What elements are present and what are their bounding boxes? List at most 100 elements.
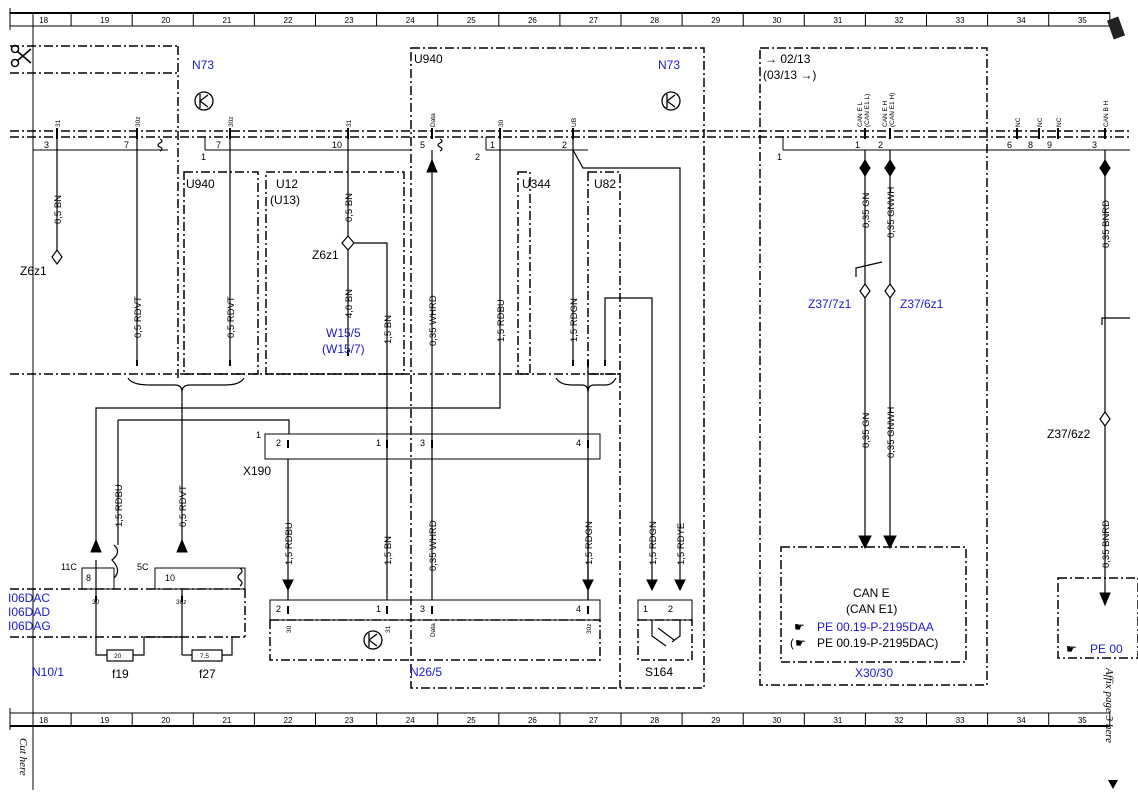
ruler-label: 21 [222,16,231,25]
wire-bn05-b: 0,5 BN [344,193,355,222]
ruler-label: 32 [895,716,904,725]
can-ref-2[interactable]: PE 00.19-P-2195DAC) [817,636,938,650]
ruler-label: 29 [711,16,720,25]
svg-text:5: 5 [420,140,425,150]
x190-label: X190 [243,464,271,478]
ruler-label: 22 [284,716,293,725]
wire-whrd-a: 0,35 WHRD [428,295,439,346]
date-ref-b: (03/13 →) [763,68,816,82]
ruler-label: 28 [650,716,659,725]
wire-gn-b: 0,35 GN [861,412,872,448]
wire-gn-a: 0,35 GN [861,192,872,228]
ruler-label: 23 [345,16,354,25]
n10-1-label: N10/1 [32,665,64,679]
ruler-label: 18 [39,716,48,725]
wires [56,137,1130,656]
pin-can-el: CAN E L [857,101,864,127]
z37-6z1-label: Z37/6z1 [900,297,944,311]
ruler-label: 20 [161,16,170,25]
pointer-icon-3: ☛ [1066,642,1077,656]
ruler-label: 30 [772,716,781,725]
svg-text:2: 2 [878,140,883,150]
u940-label: U940 [186,177,215,191]
wire-bn15-a: 1,5 BN [383,315,394,344]
ruler-label: 34 [1017,716,1026,725]
pin-numbers: 3 7 7 10 5 1 2 1 2 1 1 2 6 8 9 3 1 2 1 3… [44,140,1097,660]
module-boundaries [10,45,1138,689]
i06dad-label: I06DAD [8,605,50,619]
wire-rdbu-a: 1,5 RDBU [496,299,507,342]
ruler-label: 33 [956,16,965,25]
can-ref-2-prefix: ( [790,636,794,650]
wire-rdvt-c: 0,5 RDVT [178,485,189,527]
svg-text:7: 7 [216,140,221,150]
ruler-label: 33 [956,716,965,725]
pin-can-eh-sub: (CAN E1 H) [889,93,896,127]
affix-arrow-icon [1108,780,1118,789]
splice-diamonds [51,235,1111,428]
n73-label-left: N73 [192,58,214,72]
scissors-icon [10,44,32,68]
coil-symbols [157,138,443,587]
pin-30: 30 [498,119,505,127]
pin-nc-2: NC [1037,117,1044,127]
ruler-label: 25 [467,16,476,25]
ruler-label: 35 [1078,16,1087,25]
ruler-label: 19 [100,716,109,725]
pin-s30: 30 [286,625,293,633]
svg-text:1: 1 [201,152,206,162]
can-ref-1[interactable]: PE 00.19-P-2195DAA [817,620,934,634]
wire-bn15-b: 1,5 BN [383,536,394,565]
svg-text:6: 6 [1007,140,1012,150]
svg-text:7: 7 [124,140,129,150]
svg-text:1: 1 [256,430,261,440]
svg-text:20: 20 [114,653,122,660]
f27-label: f27 [199,667,216,681]
ruler-label: 27 [589,16,598,25]
ruler-label: 26 [528,16,537,25]
ruler-label: 19 [100,16,109,25]
pin-11c: 11C [61,562,77,572]
can-ref-right[interactable]: PE 00 [1090,642,1123,656]
connector-bars [33,137,1130,621]
ruler-label: 25 [467,716,476,725]
svg-text:1: 1 [777,152,782,162]
svg-text:7,5: 7,5 [200,653,209,660]
n73-label-right: N73 [658,58,680,72]
ruler-label: 35 [1078,716,1087,725]
svg-text:3: 3 [420,604,425,614]
pin-s31: 31 [385,625,392,633]
u12-label: U12 [276,177,298,191]
ruler-label: 32 [895,16,904,25]
pin-30z: 30z [135,117,142,127]
pin-nc-3: NC [1056,117,1063,127]
pin-nc-1: NC [1015,117,1022,127]
svg-text:2: 2 [475,152,480,162]
wire-rdgn-a: 1,5 RDGN [569,298,580,342]
pin-stubs [56,128,1106,614]
svg-text:30z: 30z [176,599,186,606]
wire-gnwh-b: 0,35 GNWH [886,407,897,458]
i06dag-label: I06DAG [8,619,51,633]
svg-text:2: 2 [276,604,281,614]
ruler-label: 27 [589,716,598,725]
i06dac-label: I06DAC [8,591,50,605]
pin-can-el-sub: (CAN E1 L) [864,94,871,127]
wire-bn05-a: 0,5 BN [53,195,64,224]
corner-mark-icon [1106,16,1126,40]
z6z1-label: Z6z1 [312,248,339,262]
pin-ub: UB [571,118,578,127]
svg-text:4: 4 [576,438,581,448]
u940-label-top: U940 [414,52,443,66]
arrow-marks [90,158,1111,607]
wire-rdbu-c: 1,5 RDBU [284,522,295,565]
f19-label: f19 [112,667,129,681]
ruler-label: 31 [833,16,842,25]
ruler-label: 34 [1017,16,1026,25]
ruler-label: 29 [711,716,720,725]
can-e-title: CAN E [853,586,890,600]
ruler-label: 28 [650,16,659,25]
